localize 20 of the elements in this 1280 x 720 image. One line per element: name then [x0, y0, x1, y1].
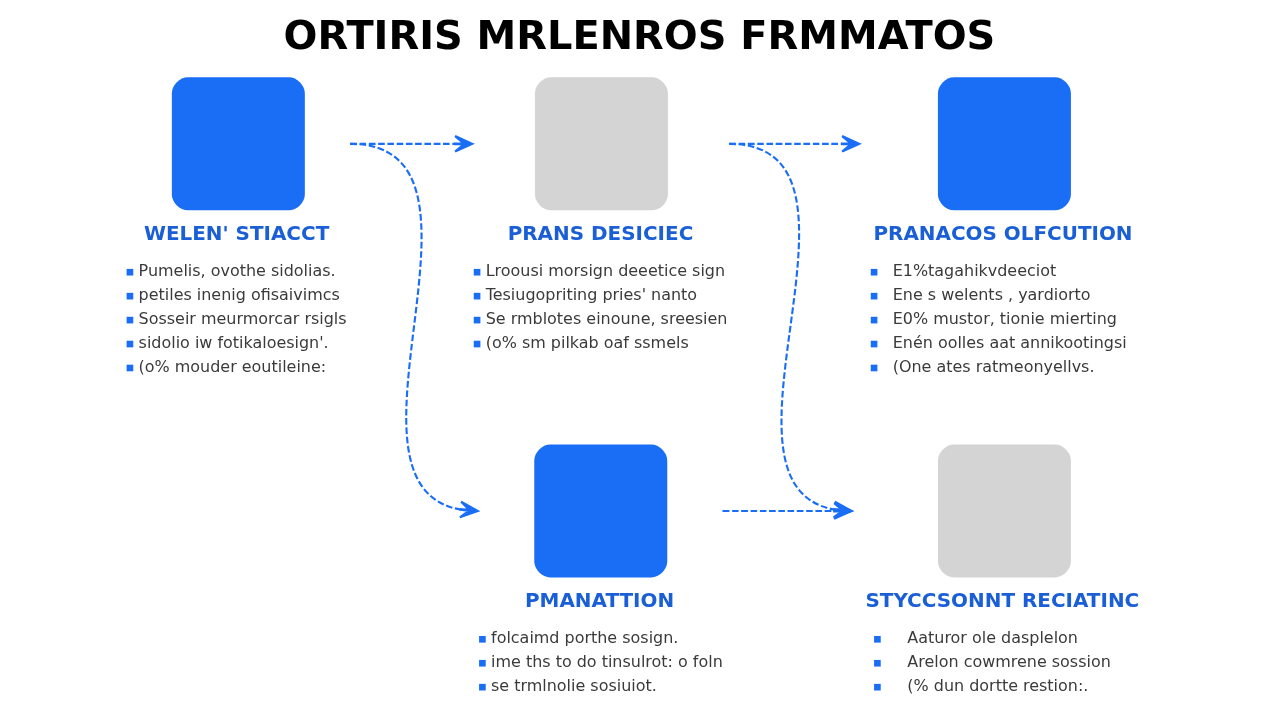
node-label: sidolio iw fotikaloesign'. — [138, 333, 329, 353]
node-label: WELEN' STIACCT — [143, 220, 330, 245]
node-label: (One ates ratmeonyellvs. — [892, 357, 1095, 377]
node-label: (o% mouder eoutileine: — [138, 357, 327, 377]
diagram-title: ORTIRIS MRLENROS FRMMATOS — [283, 12, 996, 59]
node-label: E0% mustor, tionie mierting — [892, 309, 1117, 329]
node-label: Tesiugopriting pries' nanto — [485, 285, 698, 305]
node-label: Enén oolles aat annikootingsi — [892, 333, 1127, 353]
node-label: Arelon cowmrene sossion — [907, 652, 1111, 672]
node-label: Sosseir meurmorcar rsigls — [138, 309, 347, 329]
node-label: Pumelis, ovothe sidolias. — [138, 261, 336, 281]
node-label: STYCCSONNT RECIATINC — [865, 587, 1140, 612]
node-label: ime ths to do tinsulrot: o foln — [491, 652, 723, 672]
node-label: petiles inenig ofisaivimcs — [138, 285, 340, 305]
node-label: (% dun dortte restion:. — [907, 676, 1089, 696]
node-label: Lroousi morsign deeetice sign — [485, 261, 726, 281]
node-label: PRANS DESICIEC — [507, 220, 694, 245]
node-label: (o% sm pilkab oaf ssmels — [485, 333, 689, 353]
node-label: Se rmblotes einoune, sreesien — [485, 309, 728, 329]
node-label: PRANACOS OLFCUTION — [873, 220, 1133, 245]
